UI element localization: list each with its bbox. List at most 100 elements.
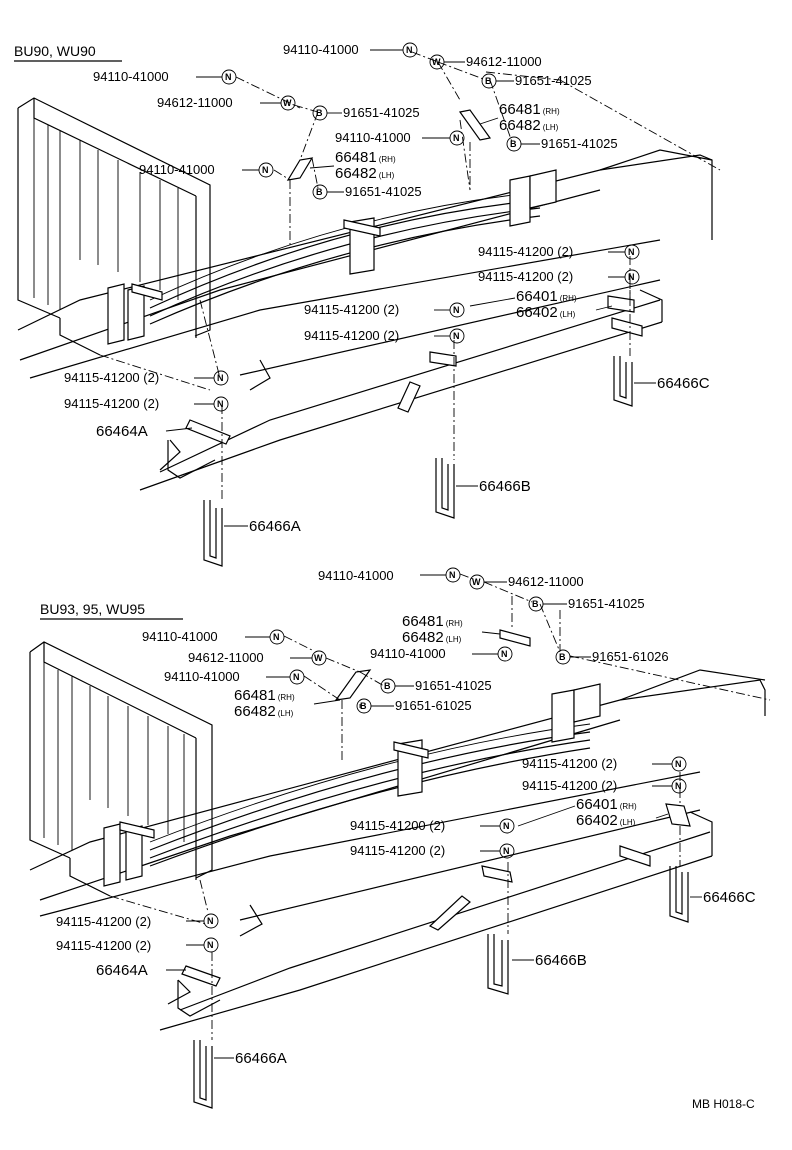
part-number: 91651-61026 [592,649,669,664]
callout: B 91651-41025 [312,184,422,200]
part-number: 94115-41200 (2) [64,396,159,411]
callout: 94115-41200 (2) N [350,818,515,834]
callout: 94110-41000 N [139,162,274,178]
symbol-letter: N [628,272,635,282]
part-number: 94115-41200 (2) [350,818,445,833]
part-number: 66481(RH) [499,101,560,118]
symbol-letter: W [432,57,441,67]
part-number: 66401(RH) [576,796,637,813]
part-number: 94110-41000 [283,42,359,57]
callout: 94110-41000 N [142,629,285,645]
part-number: 66402(LH) [576,812,636,829]
part-number: 94612-11000 [466,54,542,69]
part-number: 66464A [96,962,148,979]
nut-symbol-icon [499,843,515,859]
callout: 94110-41000 N [318,567,461,583]
symbol-letter: W [472,577,481,587]
callout-hanger: 66401(RH) 66402(LH) [517,796,669,829]
symbol-letter: N [628,247,635,257]
symbol-letter: B [384,681,391,691]
washer-symbol-icon [280,95,296,111]
nut-symbol-icon [499,818,515,834]
callout: B 91651-41025 [312,105,420,121]
part-number: 66402(LH) [516,304,576,321]
symbol-letter: N [225,72,232,82]
callout: B 91651-41025 [380,678,492,694]
callout: 94115-41200 (2) N [56,913,219,929]
callout: 94115-41200 (2) N [478,269,640,285]
section-1-brackets [107,169,643,445]
section-2-leader-lines [109,573,771,1040]
part-number: 66401(RH) [516,288,577,305]
part-number: 94612-11000 [188,650,264,665]
part-number: 94110-41000 [335,130,411,145]
callout: 94115-41200 (2) N [522,778,687,794]
callout: 66466B [512,952,587,969]
symbol-letter: B [316,108,323,118]
symbol-letter: N [453,331,460,341]
callout: 66466C [634,375,710,392]
callout-shackle-lower: 66481(RH) 66482(LH) [309,149,396,182]
nut-symbol-icon [624,269,640,285]
nut-symbol-icon [671,756,687,772]
part-number: 66466C [703,889,756,906]
symbol-letter: N [406,45,413,55]
section-2-brackets [103,683,691,987]
part-number: 91651-41025 [568,596,645,611]
callout: B 91651-41025 [528,596,645,612]
symbol-letter: N [501,649,508,659]
callout: 94115-41200 (2) N [304,328,465,344]
part-number: 94115-41200 (2) [304,302,399,317]
callout-shackle-lower: 66481(RH) 66482(LH) [234,687,341,720]
symbol-letter: N [453,133,460,143]
callout: B 91651-61026 [555,649,669,665]
symbol-letter: N [207,916,214,926]
part-number: 91651-41025 [515,73,592,88]
part-number: 94110-41000 [139,162,215,177]
callout-shackle-upper: 66481(RH) 66482(LH) [479,101,560,134]
callout-hanger: 66401(RH) 66402(LH) [469,288,613,321]
reference-code: MB H018-C [692,1097,755,1111]
callout: 66464A [96,423,193,440]
nut-symbol-icon [497,646,513,662]
nut-symbol-icon [269,629,285,645]
symbol-letter: B [360,701,367,711]
section-2-drawing: BU93, 95, WU95 [29,573,771,1109]
part-number: 66466A [235,1050,287,1067]
section-1-title: BU90, WU90 [14,43,96,59]
part-number: 66464A [96,423,148,440]
part-number: 94115-41200 (2) [478,244,573,259]
symbol-letter: W [283,98,292,108]
part-number: 66466B [479,478,531,495]
callout: 66464A [96,962,186,979]
part-number: 94115-41200 (2) [56,914,151,929]
section-2-leaf-springs [149,723,591,867]
callout: W 94612-11000 [429,54,542,70]
part-number: 66466C [657,375,710,392]
part-number: 94115-41200 (2) [304,328,399,343]
section-2-frame-rails [29,669,766,1031]
callout: B 91651-41025 [506,136,618,152]
nut-symbol-icon [449,302,465,318]
part-number: 66482(LH) [335,165,395,182]
callout: 94612-11000 W [157,95,296,111]
callout: W 94612-11000 [469,574,584,590]
part-number: 66481(RH) [335,149,396,166]
symbol-letter: N [675,781,682,791]
part-number: 91651-41025 [345,184,422,199]
part-number: 94110-41000 [164,669,240,684]
symbol-letter: N [503,821,510,831]
callout-shackle-upper: 66481(RH) 66482(LH) [402,613,501,646]
section-1-callouts: 94110-41000 N W 94612-11000 B 91651-4102… [64,42,710,535]
callout: 94115-41200 (2) N [478,244,640,260]
part-number: 94115-41200 (2) [522,778,617,793]
part-number: 91651-41025 [343,105,420,120]
section-1-cab-frame [17,97,211,338]
callout: B 91651-61025 [356,698,472,714]
callout: 94110-41000 N [370,646,513,662]
nut-symbol-icon [671,778,687,794]
nut-symbol-icon [402,42,418,58]
part-number: 66482(LH) [234,703,294,720]
part-number: 66481(RH) [402,613,463,630]
